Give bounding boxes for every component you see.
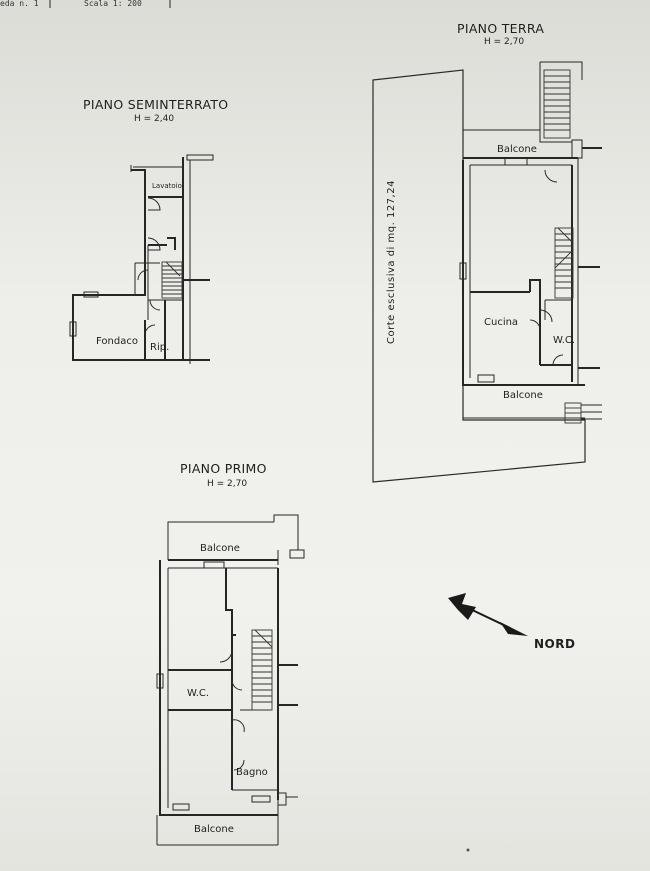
room-ripostiglio: Rip. <box>150 342 170 353</box>
plan-terra <box>372 61 602 483</box>
plan-terra-title: PIANO TERRA <box>457 21 545 36</box>
room-balcone-primo-bottom: Balcone <box>194 824 234 835</box>
room-wc-primo: W.C. <box>187 688 210 699</box>
plan-primo-title: PIANO PRIMO <box>180 461 267 476</box>
north-label: NORD <box>534 637 576 651</box>
room-balcone-terra-top: Balcone <box>497 144 537 155</box>
corte-esclusiva-label: Corte esclusiva di mq. 127,24 <box>385 180 397 344</box>
room-lavatoio: Lavatoio <box>152 182 182 190</box>
room-fondaco: Fondaco <box>96 336 138 347</box>
room-balcone-terra-bottom: Balcone <box>503 390 543 401</box>
north-arrow-icon <box>448 593 528 636</box>
plan-terra-height: H = 2,70 <box>484 37 525 47</box>
room-balcone-primo-top: Balcone <box>200 543 240 554</box>
plan-primo <box>156 514 305 846</box>
sheet-scale: Scala 1: 200 <box>84 0 142 8</box>
sheet-reference: eda n. 1 <box>0 0 39 8</box>
room-bagno: Bagno <box>236 767 268 778</box>
room-wc-terra: W.C. <box>553 335 576 346</box>
room-cucina: Cucina <box>484 317 519 328</box>
plan-seminterrato-title: PIANO SEMINTERRATO <box>83 97 229 112</box>
plan-primo-height: H = 2,70 <box>207 479 248 489</box>
plan-seminterrato <box>69 154 214 364</box>
plan-seminterrato-height: H = 2,40 <box>134 114 175 124</box>
